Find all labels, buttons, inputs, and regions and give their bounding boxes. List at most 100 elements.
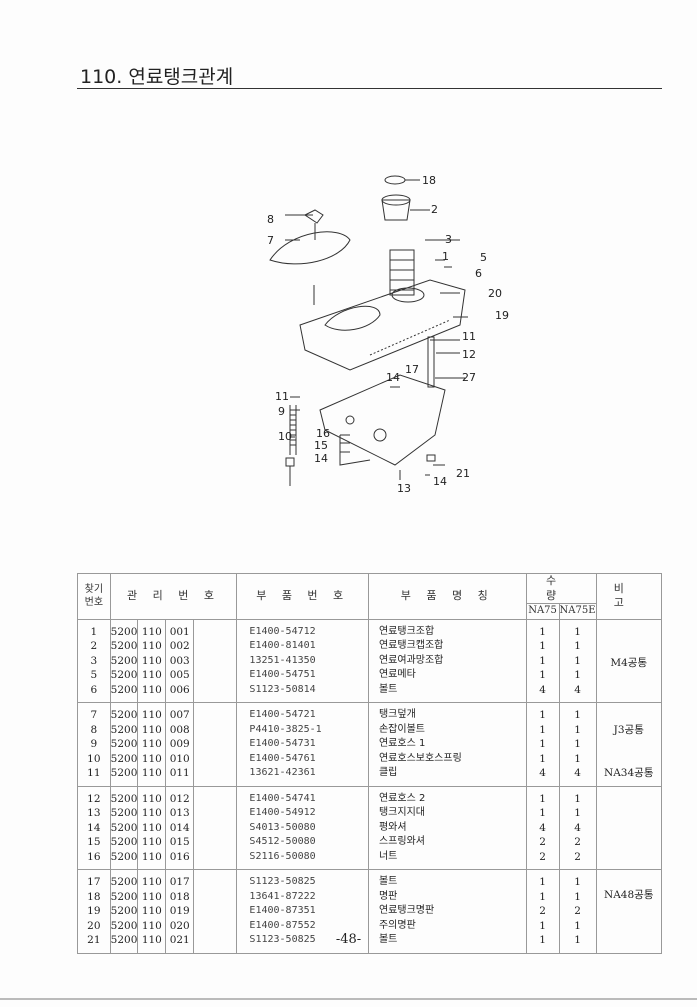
mgmt-prefix-cell: 5200 xyxy=(109,766,139,787)
qty-na75-cell: 1 xyxy=(525,653,560,668)
part-no-cell: E1400-54712 xyxy=(236,619,369,639)
find-no-cell: 12 xyxy=(77,786,111,806)
mgmt-group-cell: 110 xyxy=(137,786,167,806)
mgmt-seq-cell: 016 xyxy=(165,849,195,870)
qty-na75-cell: 1 xyxy=(525,751,560,766)
find-no-cell: 8 xyxy=(77,722,111,737)
qty-na75e-cell: 1 xyxy=(558,722,597,737)
find-no-cell: 11 xyxy=(77,766,111,787)
part-13-support xyxy=(319,374,446,466)
remark-cell: NA48공통 xyxy=(595,869,663,954)
mgmt-group-cell: 110 xyxy=(137,889,167,904)
mgmt-blank-cell xyxy=(193,869,238,890)
mgmt-prefix-cell: 5200 xyxy=(109,806,139,821)
mgmt-seq-cell: 013 xyxy=(165,806,195,821)
qty-na75-cell: 1 xyxy=(525,619,560,639)
part-no-cell: E1400-87351 xyxy=(236,904,369,919)
mgmt-blank-cell xyxy=(193,619,238,639)
qty-na75-cell: 2 xyxy=(525,849,560,870)
part-name-cell: 연료탱크조합 xyxy=(367,619,527,639)
header-part-no: 부 품 번 호 xyxy=(236,573,369,620)
find-no-cell: 3 xyxy=(77,653,111,668)
qty-na75e-cell: 1 xyxy=(558,869,597,890)
mgmt-seq-cell: 002 xyxy=(165,639,195,654)
callout-label: 16 xyxy=(316,427,330,440)
mgmt-prefix-cell: 5200 xyxy=(109,918,139,933)
mgmt-blank-cell xyxy=(193,702,238,723)
qty-na75e-cell: 1 xyxy=(558,668,597,683)
mgmt-group-cell: 110 xyxy=(137,904,167,919)
mgmt-group-cell: 110 xyxy=(137,766,167,787)
callout-label: 11 xyxy=(462,330,476,343)
find-no-cell: 19 xyxy=(77,904,111,919)
callout-label: 1 xyxy=(442,250,449,263)
mgmt-group-cell: 110 xyxy=(137,737,167,752)
mgmt-blank-cell xyxy=(193,918,238,933)
part-17-bolt xyxy=(285,457,295,486)
part-3-strainer xyxy=(389,249,415,296)
mgmt-prefix-cell: 5200 xyxy=(109,619,139,639)
part-name-cell: 평와셔 xyxy=(367,820,527,835)
callout-label: 14 xyxy=(314,452,328,465)
part-no-cell: E1400-54761 xyxy=(236,751,369,766)
remark-cell: M4공통 xyxy=(595,619,663,703)
qty-na75-cell: 1 xyxy=(525,806,560,821)
qty-na75e-cell: 1 xyxy=(558,619,597,639)
mgmt-group-cell: 110 xyxy=(137,682,167,703)
part-18-gasket xyxy=(384,175,406,185)
mgmt-blank-cell xyxy=(193,722,238,737)
callout-label: 12 xyxy=(462,348,476,361)
find-no-cell: 18 xyxy=(77,889,111,904)
qty-na75-cell: 1 xyxy=(525,722,560,737)
callout-label: 17 xyxy=(405,363,419,376)
qty-na75-cell: 1 xyxy=(525,639,560,654)
mgmt-group-cell: 110 xyxy=(137,820,167,835)
part-no-cell: 13641-87222 xyxy=(236,889,369,904)
qty-na75e-cell: 1 xyxy=(558,786,597,806)
callout-label: 8 xyxy=(267,213,274,226)
mgmt-group-cell: 110 xyxy=(137,722,167,737)
qty-na75-cell: 4 xyxy=(525,820,560,835)
remark-cell: NA34공통 xyxy=(595,751,663,787)
part-no-cell: E1400-54741 xyxy=(236,786,369,806)
part-1-tank xyxy=(299,279,466,371)
callout-label: 9 xyxy=(278,405,285,418)
page-number: -48- xyxy=(335,932,362,947)
find-no-cell: 9 xyxy=(77,737,111,752)
mgmt-group-cell: 110 xyxy=(137,835,167,850)
find-no-cell: 17 xyxy=(77,869,111,890)
mgmt-prefix-cell: 5200 xyxy=(109,904,139,919)
mgmt-prefix-cell: 5200 xyxy=(109,889,139,904)
find-no-cell: 16 xyxy=(77,849,111,870)
part-name-cell: 주의명판 xyxy=(367,918,527,933)
mgmt-blank-cell xyxy=(193,786,238,806)
mgmt-prefix-cell: 5200 xyxy=(109,722,139,737)
qty-na75-cell: 2 xyxy=(525,904,560,919)
find-no-cell: 20 xyxy=(77,918,111,933)
part-name-cell: 연료메타 xyxy=(367,668,527,683)
mgmt-prefix-cell: 5200 xyxy=(109,639,139,654)
remark-cell: J3공통 xyxy=(595,702,663,752)
mgmt-seq-cell: 011 xyxy=(165,766,195,787)
mgmt-prefix-cell: 5200 xyxy=(109,682,139,703)
mgmt-seq-cell: 003 xyxy=(165,653,195,668)
qty-na75e-cell: 2 xyxy=(558,904,597,919)
mgmt-seq-cell: 018 xyxy=(165,889,195,904)
qty-na75e-cell: 1 xyxy=(558,702,597,723)
qty-na75e-cell: 1 xyxy=(558,751,597,766)
mgmt-blank-cell xyxy=(193,904,238,919)
mgmt-seq-cell: 020 xyxy=(165,918,195,933)
mgmt-seq-cell: 015 xyxy=(165,835,195,850)
qty-na75-cell: 1 xyxy=(525,869,560,890)
parts-table: 찾기 번호 관 리 번 호 부 품 번 호 부 품 명 칭 수 량 비 고 NA… xyxy=(77,573,663,954)
mgmt-seq-cell: 009 xyxy=(165,737,195,752)
qty-na75e-cell: 4 xyxy=(558,766,597,787)
